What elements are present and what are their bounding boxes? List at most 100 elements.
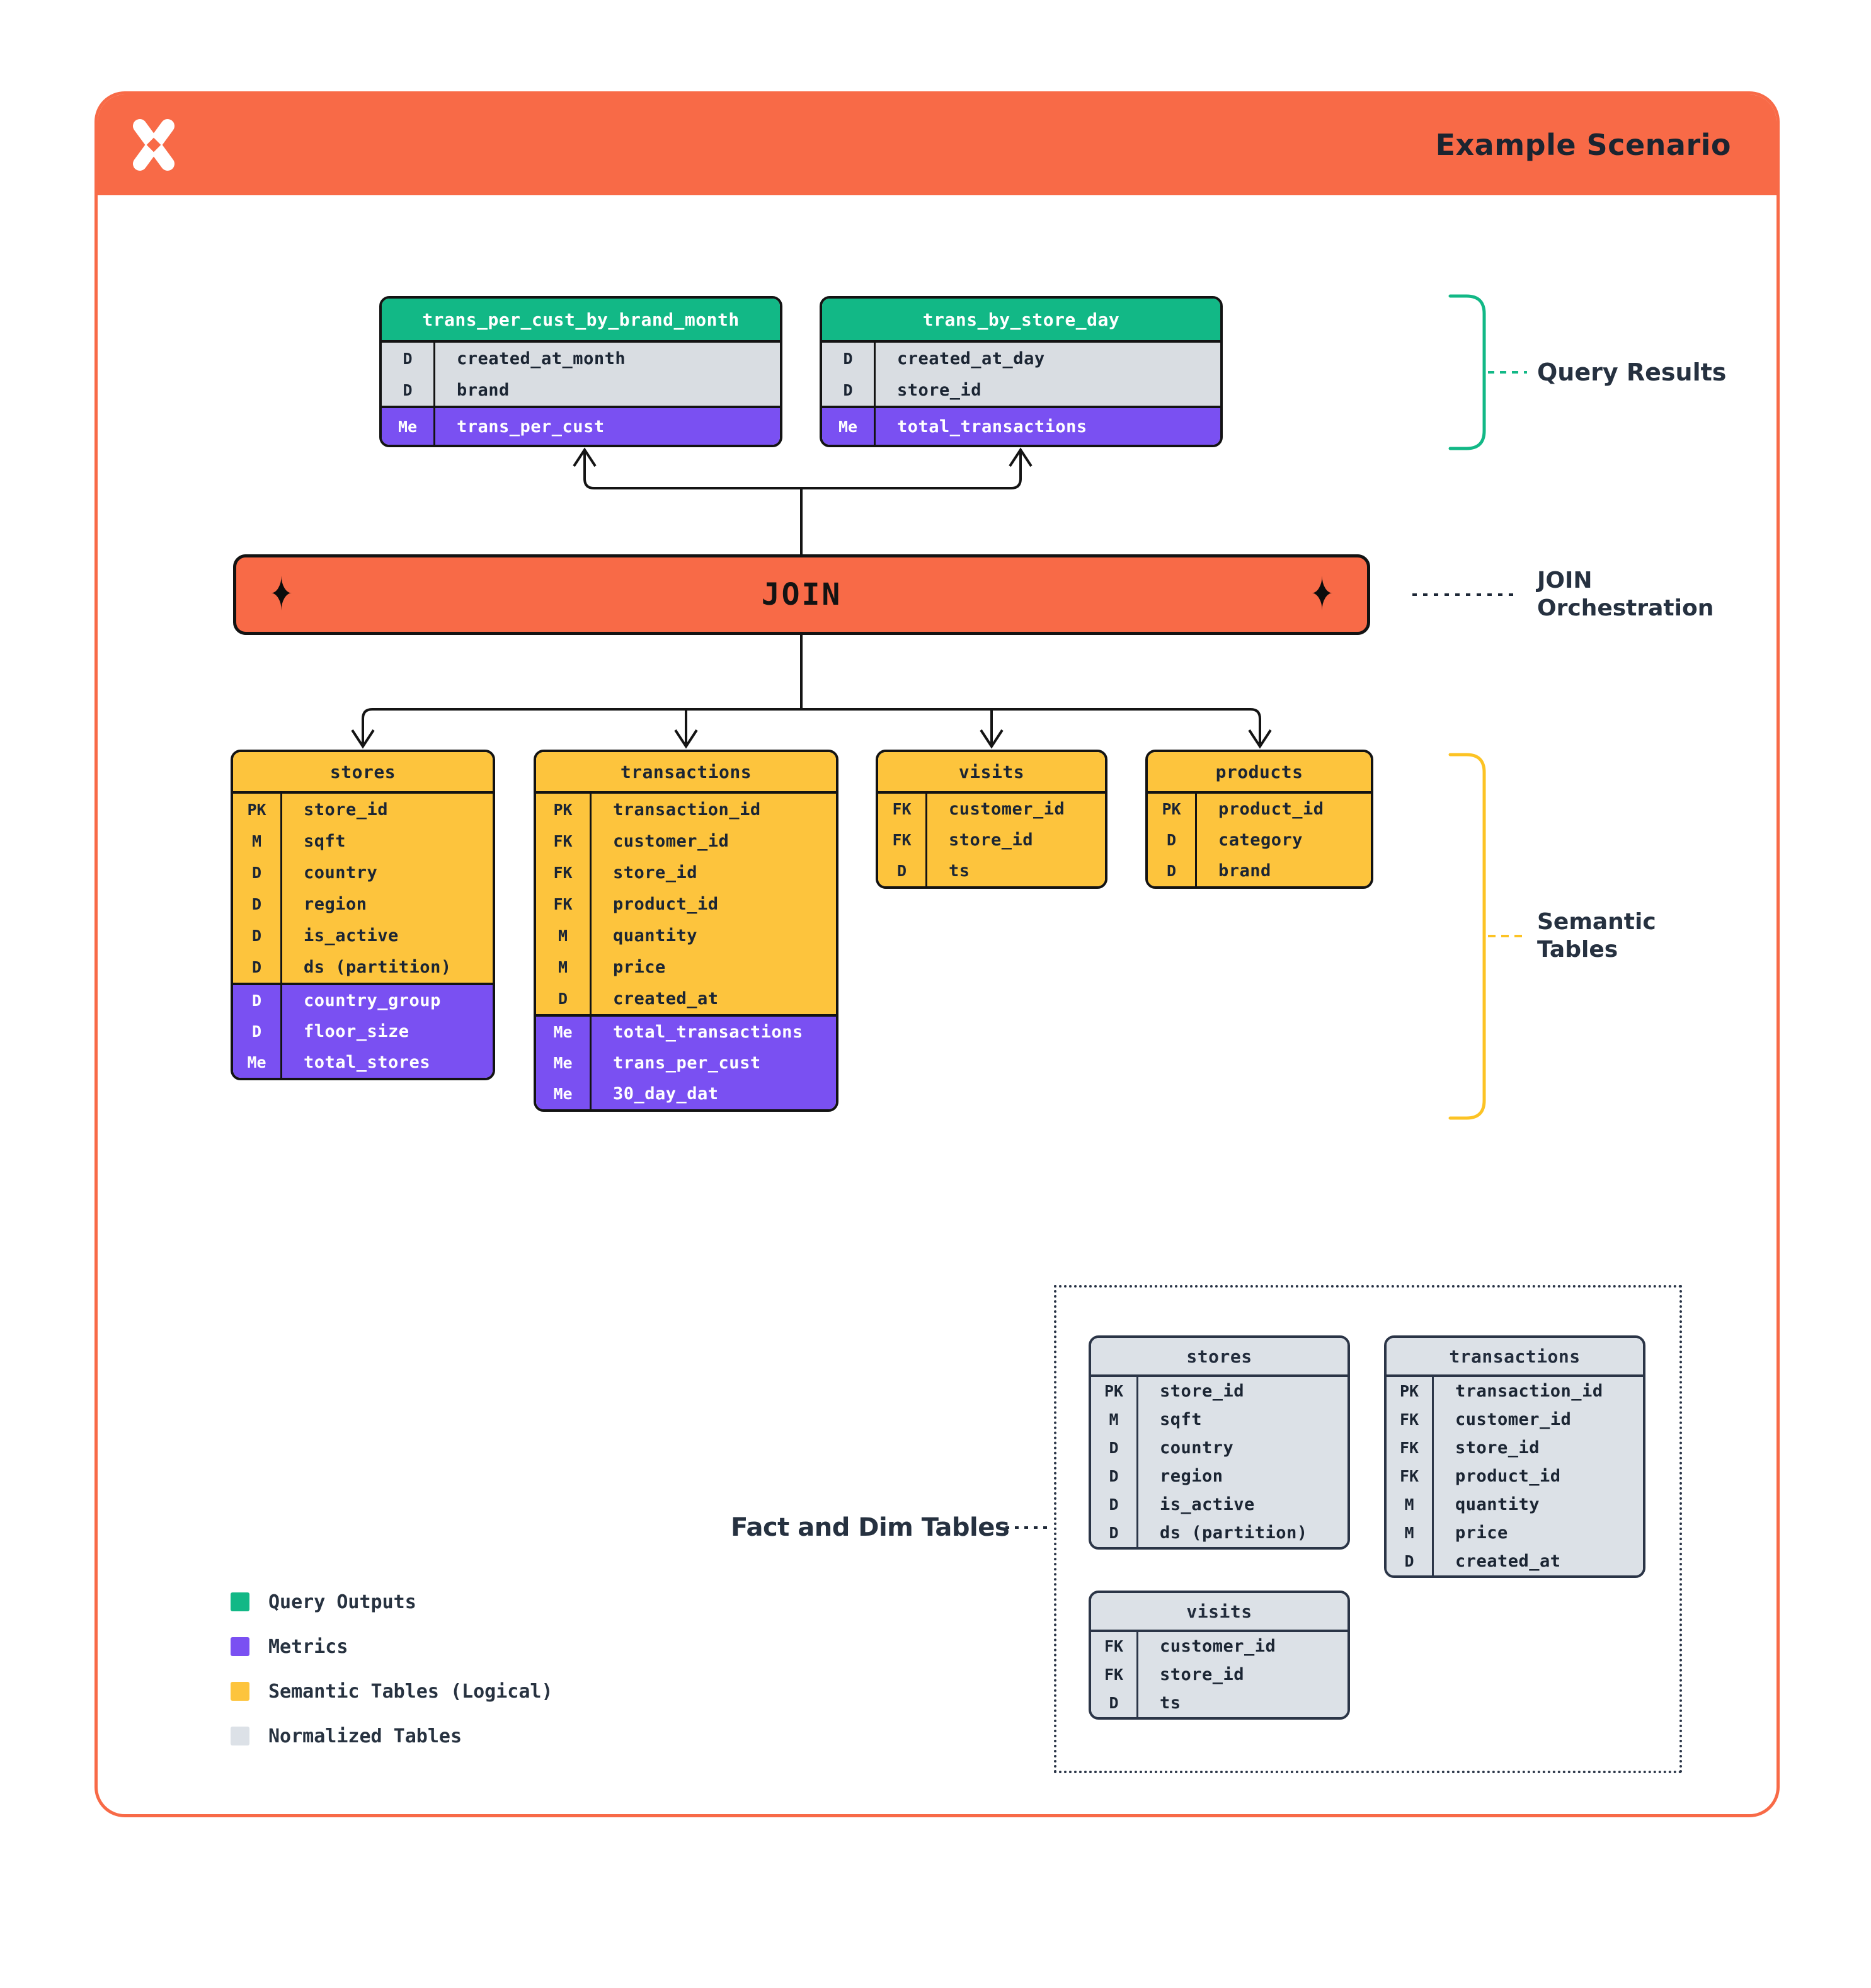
key-badge: D — [822, 374, 876, 406]
legend-item: Normalized Tables — [231, 1725, 553, 1747]
legend-label: Metrics — [268, 1635, 348, 1658]
column-name: total_stores — [304, 1053, 431, 1072]
key-badge: Me — [536, 1017, 592, 1048]
key-badge: Me — [233, 1047, 282, 1078]
key-badge: D — [1387, 1547, 1434, 1575]
column-name: quantity — [1455, 1495, 1540, 1514]
key-badge: D — [233, 951, 282, 983]
column-name: sqft — [1160, 1410, 1203, 1429]
key-badge: M — [233, 825, 282, 857]
column-name: ts — [949, 861, 970, 881]
table-name: trans_per_cust_by_brand_month — [382, 299, 780, 343]
key-badge: D — [1091, 1462, 1138, 1490]
column-name: customer_id — [1160, 1637, 1276, 1656]
semantic-tables-label: Semantic Tables — [1537, 908, 1656, 964]
key-badge: M — [1387, 1490, 1434, 1519]
key-badge: M — [536, 951, 592, 983]
column-name: is_active — [304, 925, 399, 945]
column-name: customer_id — [613, 831, 730, 851]
key-badge: D — [1148, 825, 1197, 855]
column-name: store_id — [949, 830, 1034, 850]
column-name: store_id — [1160, 1665, 1245, 1684]
table-name: stores — [233, 752, 493, 794]
column-name: ts — [1160, 1693, 1181, 1713]
column-name: created_at_day — [897, 348, 1045, 368]
table-name: products — [1148, 752, 1371, 794]
key-badge: Me — [536, 1048, 592, 1078]
column-name: category — [1218, 830, 1303, 850]
key-badge: D — [536, 983, 592, 1014]
join-orchestration-label: JOIN Orchestration — [1537, 567, 1714, 622]
table-name: trans_by_store_day — [822, 299, 1220, 343]
column-name: total_transactions — [897, 416, 1087, 437]
column-row: FK product_id — [536, 888, 836, 920]
key-badge: M — [1091, 1405, 1138, 1434]
column-name: product_id — [1455, 1466, 1561, 1486]
column-name: store_id — [1455, 1438, 1540, 1458]
key-badge: PK — [536, 794, 592, 825]
query-outputs-swatch — [231, 1592, 249, 1611]
column-name: store_id — [613, 862, 698, 883]
join-orchestration-line2: Orchestration — [1537, 595, 1714, 621]
key-badge: FK — [536, 888, 592, 920]
column-name: price — [613, 957, 666, 977]
key-badge: D — [1091, 1434, 1138, 1462]
column-name: created_at — [1455, 1551, 1561, 1571]
four-point-star-icon: ✦ — [270, 568, 293, 621]
page-title: Example Scenario — [1435, 128, 1731, 162]
key-badge: FK — [1387, 1462, 1434, 1490]
column-row: FK customer_id — [1091, 1632, 1347, 1660]
key-badge: FK — [536, 825, 592, 857]
key-badge: FK — [1091, 1632, 1138, 1660]
column-name: product_id — [613, 894, 719, 914]
key-badge: D — [822, 343, 876, 374]
fact-dim-box — [1054, 1285, 1682, 1773]
legend-label: Normalized Tables — [268, 1725, 462, 1747]
table-name: visits — [878, 752, 1105, 794]
key-badge: D — [233, 857, 282, 888]
column-name: brand — [457, 380, 510, 400]
table-name: transactions — [536, 752, 836, 794]
column-name: country — [304, 862, 378, 883]
key-badge: FK — [1091, 1660, 1138, 1689]
column-row: Me total_stores — [233, 1047, 493, 1078]
key-badge: PK — [1148, 794, 1197, 825]
join-orchestration-line1: JOIN — [1537, 568, 1593, 593]
key-badge: FK — [1387, 1405, 1434, 1434]
key-badge: D — [1148, 855, 1197, 886]
join-bar: ✦ JOIN ✦ — [233, 554, 1370, 635]
legend-label: Query Outputs — [268, 1591, 416, 1613]
column-row: FK product_id — [1387, 1462, 1643, 1490]
